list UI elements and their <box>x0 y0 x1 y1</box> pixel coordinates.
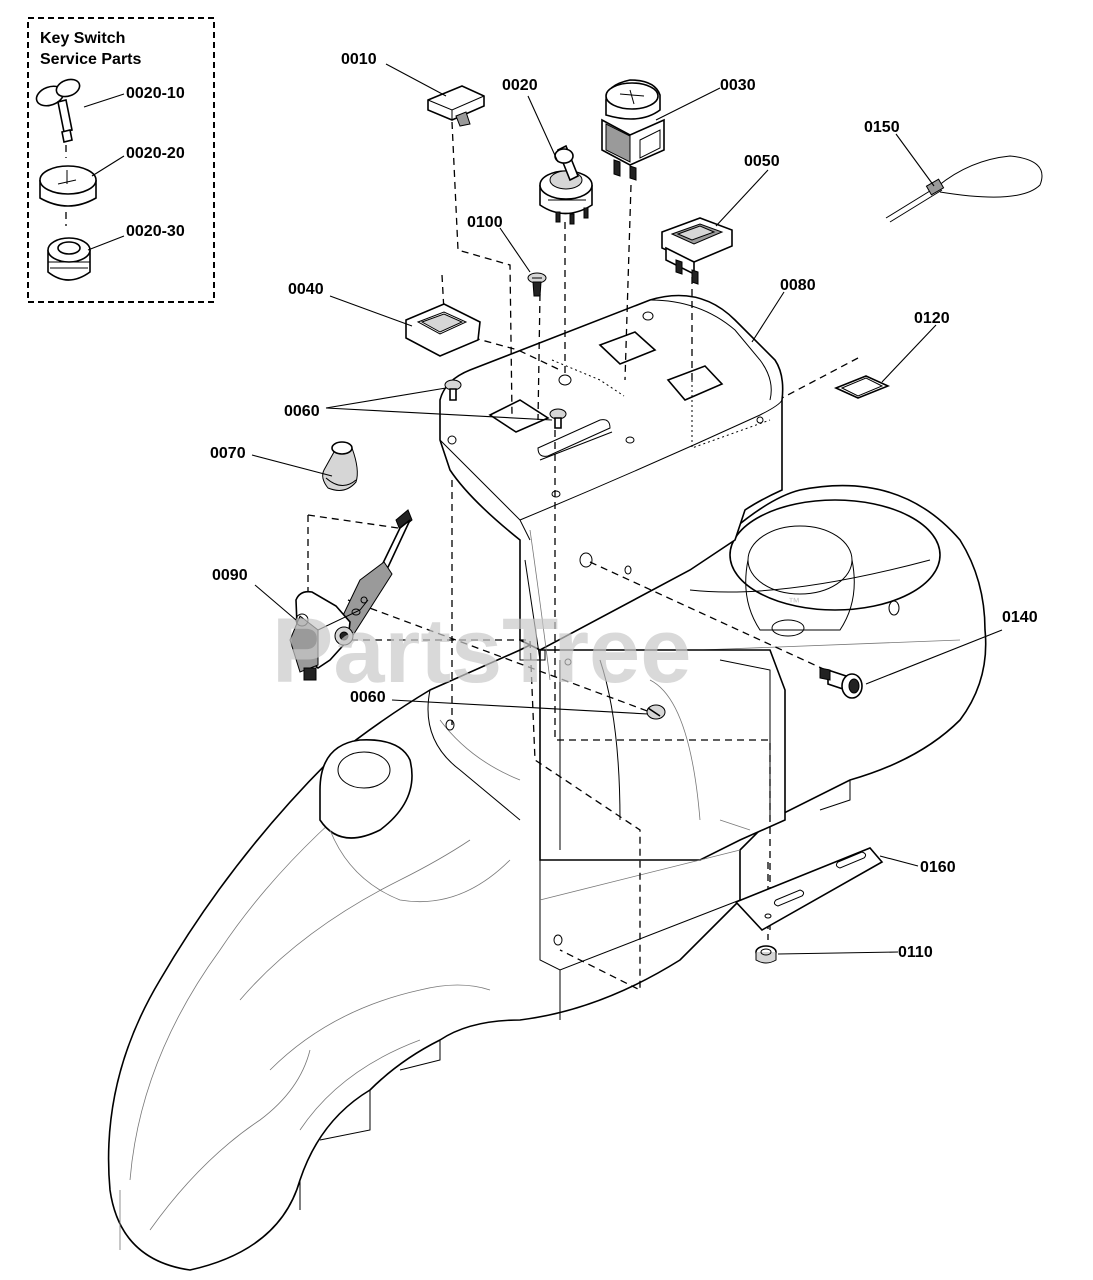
gasket-part[interactable] <box>833 375 891 399</box>
callout-0070[interactable]: 0070 <box>210 445 246 462</box>
key-part[interactable] <box>34 76 82 158</box>
screw-0060-upper-left[interactable] <box>444 379 462 401</box>
pto-switch-part[interactable] <box>601 79 665 181</box>
nut-0110-part[interactable] <box>755 945 777 964</box>
callout-0060-lower[interactable]: 0060 <box>350 689 386 706</box>
callout-0020-20[interactable]: 0020-20 <box>126 145 185 162</box>
light-0140-part[interactable] <box>819 667 863 699</box>
switch-nut-part[interactable] <box>47 237 91 281</box>
callout-labels: 0010 0020 0030 0050 0150 0100 0040 0080 … <box>210 51 1038 961</box>
watermark-text: PartsTree <box>272 600 691 702</box>
screw-0060-upper-right[interactable] <box>549 408 567 429</box>
key-switch-service-parts-box: Key Switch Service Parts <box>27 17 215 303</box>
leader-lines <box>251 63 1003 955</box>
callout-0090[interactable]: 0090 <box>212 567 248 584</box>
callout-0110[interactable]: 0110 <box>898 944 933 961</box>
callout-0050[interactable]: 0050 <box>744 153 780 170</box>
dash-panel[interactable] <box>439 294 784 681</box>
cable-tie-part[interactable] <box>885 155 1043 223</box>
callout-0140[interactable]: 0140 <box>1002 609 1038 626</box>
throttle-control-part[interactable] <box>289 509 413 681</box>
callout-0020-10[interactable]: 0020-10 <box>126 85 185 102</box>
callout-0120[interactable]: 0120 <box>914 310 950 327</box>
console-housing <box>107 484 987 1271</box>
callout-0020-30[interactable]: 0020-30 <box>126 223 185 240</box>
legend-title-line1: Key Switch <box>40 30 125 47</box>
callout-0160[interactable]: 0160 <box>920 859 956 876</box>
callout-0040[interactable]: 0040 <box>288 281 324 298</box>
callout-0010[interactable]: 0010 <box>341 51 377 68</box>
watermark-tm: ™ <box>788 595 800 609</box>
callout-0020[interactable]: 0020 <box>502 77 538 94</box>
key-switch-part[interactable] <box>539 144 593 225</box>
bracket-0160-part[interactable] <box>734 847 884 932</box>
callout-0060-upper[interactable]: 0060 <box>284 403 320 420</box>
callout-0030[interactable]: 0030 <box>720 77 756 94</box>
legend-title-line2: Service Parts <box>40 51 142 68</box>
screw-0100-part[interactable] <box>527 272 547 297</box>
callout-0080[interactable]: 0080 <box>780 277 816 294</box>
screw-0060-lower[interactable] <box>646 704 666 720</box>
bezel-part[interactable] <box>405 303 481 357</box>
callout-0100[interactable]: 0100 <box>467 214 503 231</box>
knob-part[interactable] <box>322 441 358 491</box>
callout-0150[interactable]: 0150 <box>864 119 900 136</box>
partstree-watermark: PartsTree ™ <box>272 595 800 702</box>
cover-plug-part[interactable] <box>427 85 485 127</box>
rocker-switch-part[interactable] <box>661 217 733 285</box>
switch-cap-part[interactable] <box>39 165 97 226</box>
